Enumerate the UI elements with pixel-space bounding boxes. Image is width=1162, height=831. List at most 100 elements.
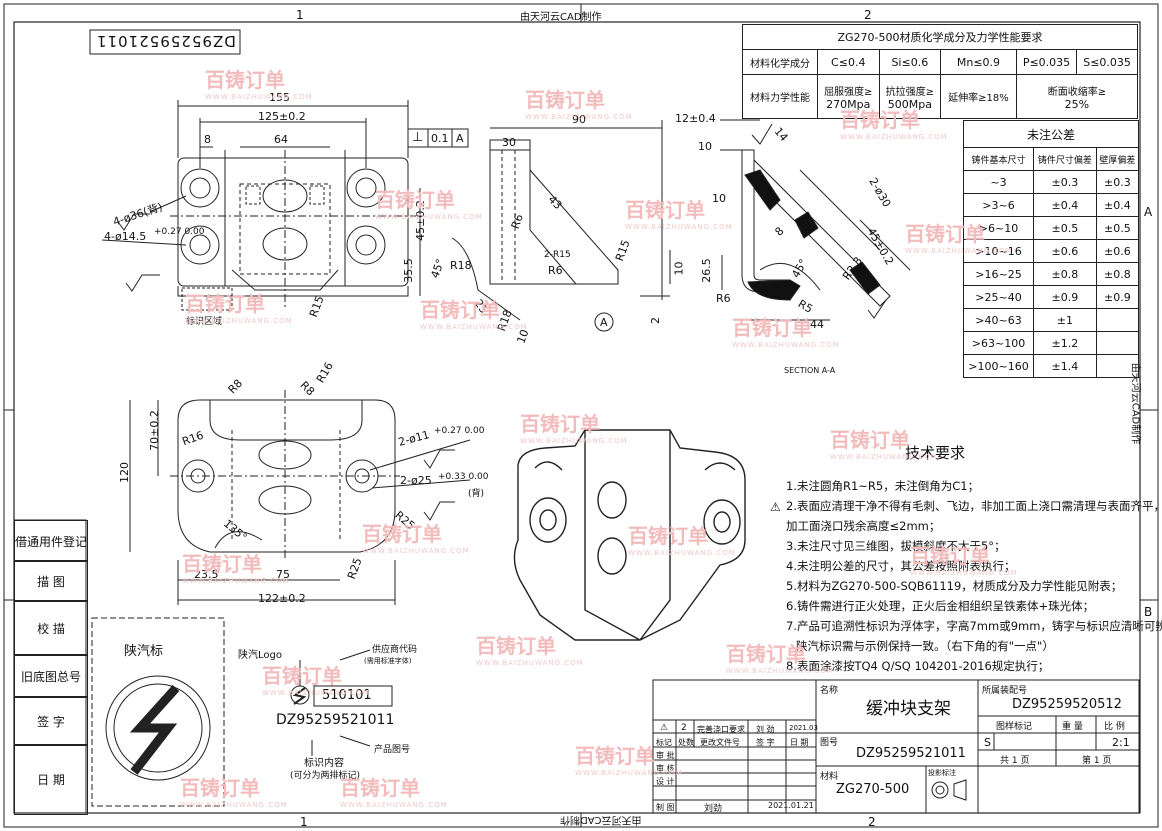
dim-10-side: 10 — [672, 261, 686, 276]
tb-drawing-label: 图号 — [820, 738, 839, 748]
tb-scale-label: 比 例 — [1104, 722, 1125, 732]
mark-area-label: 标识区域 — [186, 317, 223, 327]
flatness-value: 0.1 — [431, 132, 449, 145]
dim-10b: 10 — [698, 140, 712, 153]
supplier-label: 供应商代码 — [372, 645, 418, 655]
datum-a-circle: A — [600, 316, 608, 329]
dim-44: 44 — [810, 318, 824, 331]
supplier-code: 510101 — [322, 688, 372, 703]
content-title: 标识内容 — [304, 758, 344, 769]
dim-75: 75 — [276, 568, 290, 581]
materials-table: ZG270-500材质化学成分及力学性能要求 材料化学成分 C≤0.4 Si≤0… — [742, 24, 1139, 119]
chem-p: P≤0.035 — [1015, 49, 1078, 75]
shaanqi-logo-box — [91, 617, 225, 807]
tb-material-label: 材料 — [820, 772, 839, 782]
table-row: >40~63±1 — [962, 308, 1140, 332]
notes-title: 技术要求 — [905, 444, 966, 462]
dim-10c: 10 — [712, 192, 726, 205]
table-row: >10~16±0.6±0.6 — [962, 239, 1140, 263]
supplier-note: (需用标准字体) — [364, 657, 412, 665]
isometric-view — [513, 429, 746, 641]
shaanqi-title: 陕汽标 — [124, 644, 164, 659]
tb-design: 设 计 — [656, 777, 675, 786]
dim-125: 125±0.2 — [258, 110, 306, 123]
tb-col-mark: 标记 — [656, 738, 672, 747]
chem-label: 材料化学成分 — [742, 49, 818, 75]
tb-name-label: 名称 — [820, 686, 839, 696]
tolerance-table: 未注公差 铸件基本尺寸 铸件尺寸偏差 壁厚偏差 ~3±0.3±0.3 >3~6±… — [962, 120, 1140, 378]
tb-total: 共 1 页 — [1000, 756, 1030, 766]
note-item: 4.未注明公差的尺寸，其公差按照附表执行； — [786, 559, 1016, 573]
tb-page: 第 1 页 — [1082, 756, 1112, 766]
dim-30: 30 — [502, 136, 516, 149]
table-row: >6~10±0.5±0.5 — [962, 216, 1140, 240]
sidebar-item: 借通用件登记 — [14, 520, 88, 562]
chem-c: C≤0.4 — [816, 49, 880, 75]
tb-drafter: 刘劲 — [704, 804, 723, 814]
dim-23-5: 23.5 — [194, 568, 219, 581]
zone-right-b: B — [1144, 605, 1153, 619]
notes-list: 1.未注圆角R1~R5，未注倒角为C1； 2.表面应清理干净不得有毛刺、飞边，非… — [786, 476, 1162, 676]
dim-120: 120 — [118, 462, 131, 483]
tb-assy: DZ95259520512 — [1012, 697, 1122, 712]
note-item: 加工面浇口残余高度≤2mm； — [786, 519, 941, 533]
zone-top-2: 2 — [864, 8, 872, 22]
rev-warn-icon: ⚠ — [660, 723, 669, 733]
sidebar-item: 签 字 — [14, 696, 88, 746]
zone-top-1: 1 — [296, 8, 304, 22]
dim-r6c: R6 — [716, 292, 731, 305]
tb-drafter-label: 制 图 — [656, 803, 675, 812]
note-item: 5.材料为ZG270-500-SQB61119，材质成分及力学性能见附表； — [786, 579, 1123, 593]
tensile-cell: 抗拉强度≥500Mpa — [878, 74, 942, 119]
dim-155: 155 — [269, 91, 290, 104]
dim-8: 8 — [204, 133, 211, 146]
tb-draft-date: 2021.01.21 — [768, 801, 814, 810]
note-item: 2.表面应清理干净不得有毛刺、飞边，非加工面上浇口需清理与表面齐平， — [786, 499, 1162, 513]
dim-70: 70±0.2 — [147, 410, 161, 451]
tb-col-count: 处数 — [678, 738, 694, 747]
bottom-view — [129, 390, 471, 605]
tb-drawing: DZ95259521011 — [856, 746, 966, 761]
reduction-cell: 断面收缩率≥25% — [1015, 74, 1139, 119]
part-number: DZ95259521011 — [276, 712, 395, 728]
datum-label: A — [456, 132, 464, 145]
note-item: 陕汽标识需与示例保持一致。（右下角的有"一点"） — [796, 639, 1054, 653]
dim-26-5: 26.5 — [699, 258, 713, 283]
zone-bottom-1: 1 — [300, 815, 308, 829]
note-item: 6.铸件需进行正火处理，正火后金相组织呈铁素体+珠光体； — [786, 599, 1095, 613]
section-label: SECTION A-A — [784, 366, 836, 375]
note-item: 7.产品可追溯性标识为浮体字，字高7mm或9mm，铸字与标识应清晰可辨； — [786, 619, 1162, 633]
dim-2r15: 2-R15 — [544, 250, 571, 260]
table-row: >3~6±0.4±0.4 — [962, 193, 1140, 217]
sidebar-item: 旧底图总号 — [14, 654, 88, 698]
tb-rev-date: 2021.03 — [789, 724, 818, 732]
dim-90: 90 — [572, 113, 586, 126]
dim-r6: R6 — [548, 264, 563, 277]
tb-col-date: 日 期 — [790, 738, 809, 747]
roughness-symbols — [117, 123, 887, 521]
tb-weight-label: 重 量 — [1062, 722, 1083, 732]
mech-label: 材料力学性能 — [742, 74, 818, 119]
dim-hole14: 4-ø14.5 — [104, 230, 147, 243]
note-item: 8.表面涂漆按TQ4 Q/SQ 104201-2016规定执行； — [786, 659, 1050, 673]
logo-label: 陕汽Logo — [238, 650, 282, 661]
sidebar-item: 校 描 — [14, 600, 88, 656]
